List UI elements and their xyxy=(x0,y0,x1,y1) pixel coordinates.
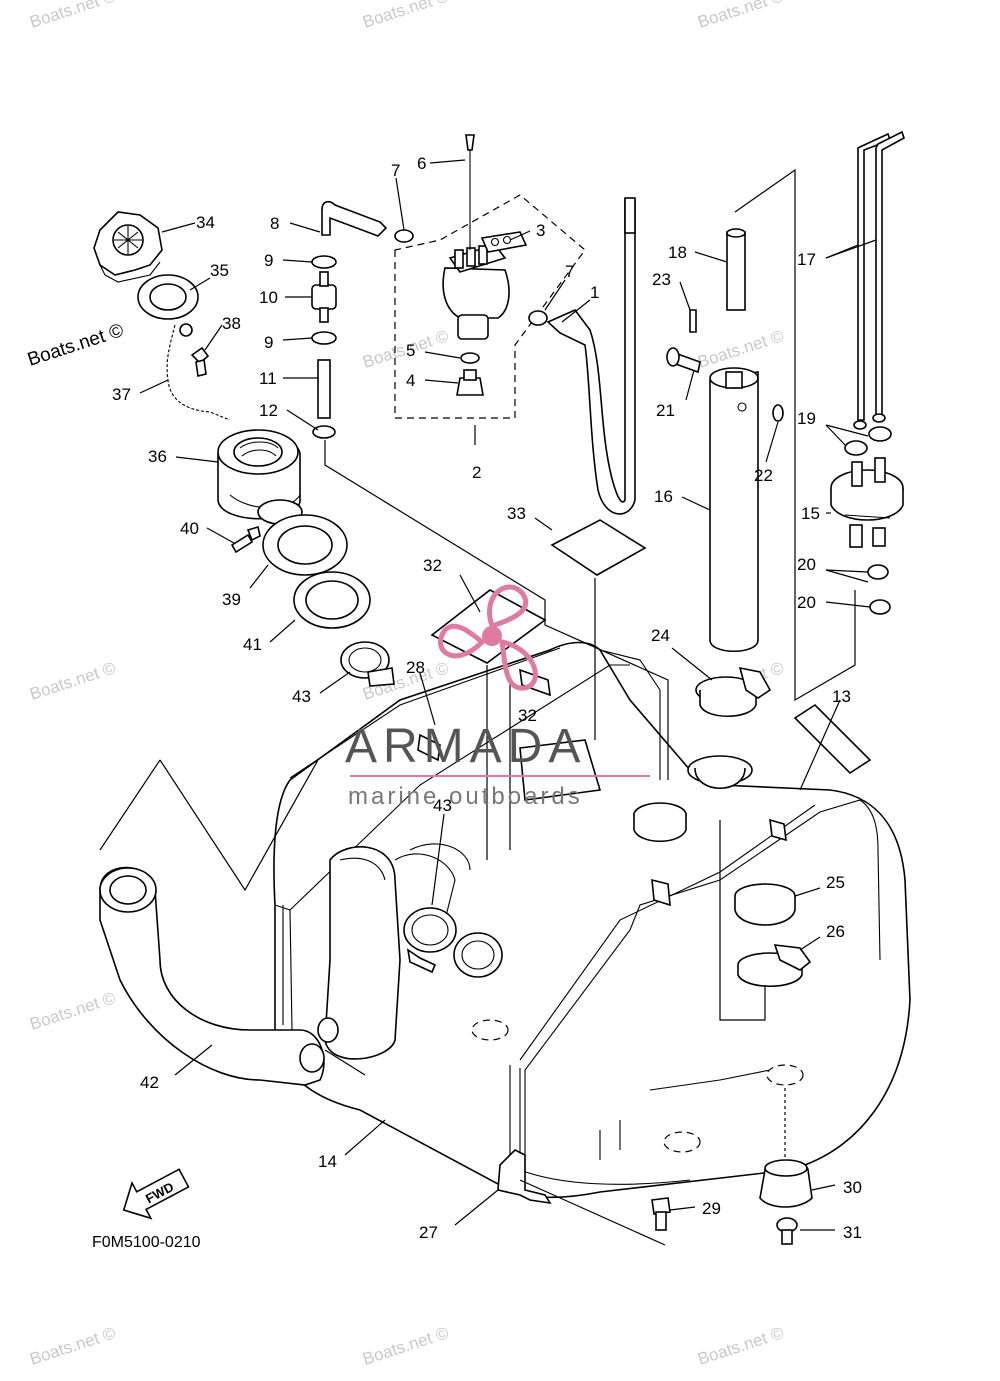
callout-label: 18 xyxy=(668,243,687,262)
callout-label: 27 xyxy=(419,1223,438,1242)
watermark: Boats.net © xyxy=(27,988,118,1034)
misc-parts xyxy=(430,519,872,1245)
callout-label: 5 xyxy=(406,341,415,360)
watermark: Boats.net © xyxy=(360,0,451,32)
callout-label: 6 xyxy=(417,154,426,173)
filler-hose xyxy=(99,843,503,1086)
watermark: Boats.net © xyxy=(695,0,786,32)
callout-label: 7 xyxy=(391,161,400,180)
figure-code: F0M5100-0210 xyxy=(92,1234,201,1251)
callout-label: 41 xyxy=(243,635,262,654)
callout-label: 40 xyxy=(180,519,199,538)
callout-label: 23 xyxy=(652,270,671,289)
callout-label: 29 xyxy=(702,1199,721,1218)
watermark: Boats.net © xyxy=(360,1323,451,1369)
callout-label: 38 xyxy=(222,314,241,333)
filler-neck-group xyxy=(93,211,395,687)
watermark: Boats.net © xyxy=(27,658,118,704)
brand-tagline: marine outboards xyxy=(348,783,583,810)
callout-label: 16 xyxy=(654,487,673,506)
callout-label: 37 xyxy=(112,385,131,404)
callout-label: 3 xyxy=(536,221,545,240)
callout-label: 9 xyxy=(264,251,273,270)
watermark: Boats.net © xyxy=(695,326,786,372)
fwd-arrow-icon: FWD xyxy=(122,1168,190,1220)
callout-label: 32 xyxy=(518,706,537,725)
callout-label: 8 xyxy=(270,214,279,233)
callout-label: 14 xyxy=(318,1152,337,1171)
callout-labels: 1 2 3 4 5 6 7 7 8 9 9 10 11 12 13 14 15 … xyxy=(112,154,862,1242)
callout-label: 42 xyxy=(140,1073,159,1092)
brand-logo: ARMADA marine outboards xyxy=(345,584,650,810)
callout-label: 7 xyxy=(565,262,574,281)
callout-label: 31 xyxy=(843,1223,862,1242)
callout-label: 28 xyxy=(406,658,425,677)
fuel-filter-group xyxy=(311,134,636,515)
watermark: Boats.net © xyxy=(695,1323,786,1369)
callout-label: 4 xyxy=(406,371,415,390)
callout-label: 11 xyxy=(259,369,277,388)
brand-name: ARMADA xyxy=(345,720,586,773)
callout-label: 35 xyxy=(210,261,229,280)
fuel-tank xyxy=(273,641,911,1205)
callout-label: 19 xyxy=(797,409,816,428)
leader-lines xyxy=(99,159,877,1246)
callout-label: 12 xyxy=(259,401,278,420)
callout-label: 2 xyxy=(472,463,481,482)
callout-label: 24 xyxy=(651,626,670,645)
callout-label: 30 xyxy=(843,1178,862,1197)
callout-label: 34 xyxy=(196,213,215,232)
callout-label: 39 xyxy=(222,590,241,609)
callout-label: 32 xyxy=(423,556,442,575)
watermark: Boats.net © xyxy=(27,0,118,32)
callout-label: 13 xyxy=(832,687,851,706)
callout-label: 43 xyxy=(433,796,452,815)
propeller-icon xyxy=(438,584,538,691)
callout-label: 10 xyxy=(259,288,278,307)
callout-label: 43 xyxy=(292,687,311,706)
callout-label: 26 xyxy=(826,922,845,941)
callout-label: 33 xyxy=(507,504,526,523)
callout-label: 22 xyxy=(754,466,773,485)
callout-label: 15 xyxy=(801,504,820,523)
fuel-sender-group xyxy=(666,130,905,717)
callout-label: 36 xyxy=(148,447,167,466)
callout-label: 1 xyxy=(590,283,599,302)
callout-label: 21 xyxy=(656,401,675,420)
watermark: Boats.net © xyxy=(27,1323,118,1369)
callout-label: 20 xyxy=(797,555,816,574)
callout-label: 17 xyxy=(797,250,816,269)
watermark-dark: Boats.net © xyxy=(25,320,126,371)
callout-label: 9 xyxy=(264,333,273,352)
callout-label: 20 xyxy=(797,593,816,612)
callout-label: 25 xyxy=(826,873,845,892)
